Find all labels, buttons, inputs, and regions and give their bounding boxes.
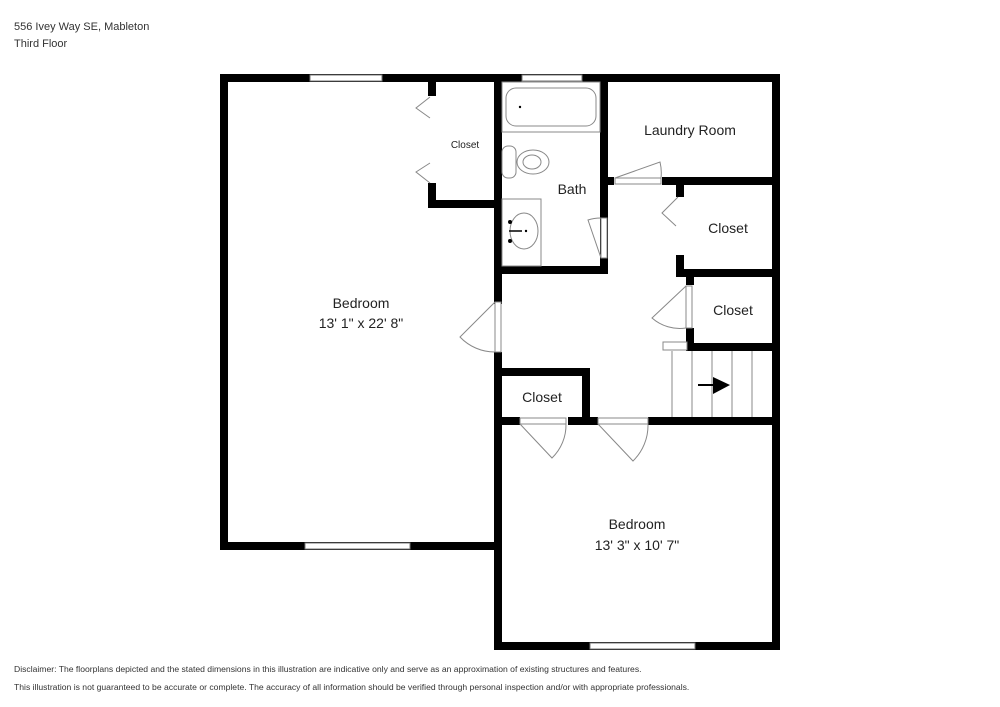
toilet-bowl xyxy=(516,149,550,175)
room-label-closet-1: Closet xyxy=(451,140,480,151)
room-label-closet-4: Closet xyxy=(522,389,562,405)
room-dimensions-bedroom-2: 13' 3" x 10' 7" xyxy=(595,537,680,553)
windows xyxy=(304,74,696,650)
floor-label: Third Floor xyxy=(14,38,68,50)
room-label-laundry: Laundry Room xyxy=(644,122,736,138)
room-label-bath: Bath xyxy=(558,181,587,197)
address-title: 556 Ivey Way SE, Mableton xyxy=(14,21,150,33)
walls xyxy=(220,74,780,650)
stairs-arrow-icon xyxy=(698,377,730,394)
bathtub xyxy=(505,87,597,127)
room-label-bedroom-1: Bedroom xyxy=(333,295,390,311)
disclaimer-line-1: Disclaimer: The floorplans depicted and … xyxy=(14,664,642,674)
room-dimensions-bedroom-1: 13' 1" x 22' 8" xyxy=(319,315,404,331)
stairs xyxy=(671,351,753,417)
room-label-bedroom-2: Bedroom xyxy=(609,516,666,532)
doors xyxy=(415,96,693,462)
room-label-closet-3: Closet xyxy=(713,302,753,318)
vanity xyxy=(501,198,542,267)
room-labels: Bedroom 13' 1" x 22' 8" Closet Bath Laun… xyxy=(319,122,753,553)
bath-fixtures xyxy=(501,81,601,267)
toilet-tank xyxy=(501,145,517,179)
disclaimer-line-2: This illustration is not guaranteed to b… xyxy=(14,682,690,692)
room-label-closet-2: Closet xyxy=(708,220,748,236)
